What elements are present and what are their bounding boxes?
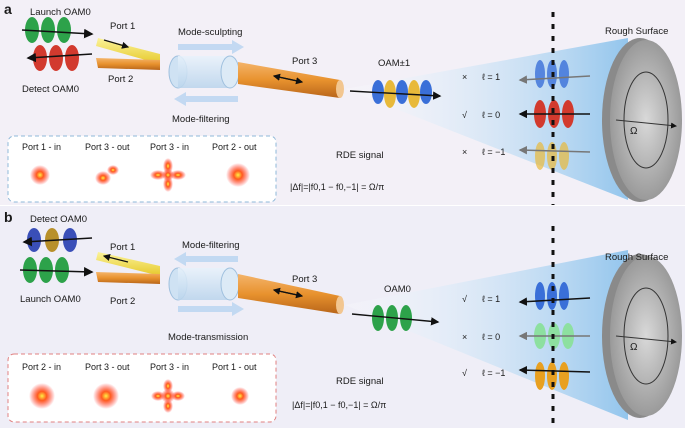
ell-label-b-1: ℓ = 0 [482, 332, 500, 342]
detect-oam-beam-b [22, 228, 93, 252]
mode-filtering-label: Mode-filtering [172, 114, 230, 125]
inset-a-spot-1a [95, 171, 111, 185]
port1-fiber [96, 38, 160, 64]
inset-a-spot-3 [226, 163, 250, 187]
port3-fiber-b [238, 274, 340, 314]
formula-b: |Δf|=|f0,1 − f0,−1| = Ω/π [292, 400, 386, 410]
mode-filtering-label-b: Mode-filtering [182, 240, 240, 251]
ell-mark-b-1: × [462, 332, 467, 342]
oam-label: OAM±1 [378, 58, 410, 69]
ell-mark-b-0: √ [462, 294, 467, 304]
launch-oam-beam-b [19, 257, 94, 283]
omega-b: Ω [630, 342, 638, 353]
mode-filtering-coupler [168, 267, 240, 301]
inset-b-label-1: Port 3 - out [85, 362, 130, 372]
ell-label-b-2: ℓ = −1 [482, 368, 505, 378]
ell-label-a-1: ℓ = 0 [482, 110, 500, 120]
inset-a-spot-1b [107, 165, 119, 175]
inset-a-label-2: Port 3 - in [150, 142, 189, 152]
inset-a-label-1: Port 3 - out [85, 142, 130, 152]
omega-a: Ω [630, 126, 638, 137]
port2-fiber-b [96, 272, 160, 284]
mode-lm1-b [518, 362, 591, 390]
panel-b: b Detect OAM0 Launch OAM0 Port 1 Port 2 … [0, 206, 685, 428]
rough-surface-label-b: Rough Surface [605, 252, 668, 263]
mode-l0-a [518, 100, 590, 128]
ell-mark-a-1: √ [462, 110, 467, 120]
port2-fiber [96, 58, 160, 70]
mode-sculpting-label: Mode-sculpting [178, 27, 242, 38]
panel-b-letter: b [4, 209, 13, 225]
ell-rows-a: × ℓ = 1 √ ℓ = 0 × ℓ = −1 [462, 72, 505, 157]
rough-surface-a: Ω [602, 38, 682, 202]
port1-label: Port 1 [110, 21, 135, 32]
launch-oam-label: Launch OAM0 [30, 7, 91, 18]
inset-b-spot-3 [231, 387, 249, 405]
inset-b-spot-2 [151, 379, 185, 413]
mode-transmission-label: Mode-transmission [168, 332, 248, 343]
ell-rows-b: √ ℓ = 1 × ℓ = 0 √ ℓ = −1 [462, 294, 505, 378]
inset-b-spot-1 [93, 383, 119, 409]
rde-signal-label-a: RDE signal [336, 150, 384, 161]
inset-b-label-0: Port 2 - in [22, 362, 61, 372]
ell-label-b-0: ℓ = 1 [482, 294, 500, 304]
inset-a-spot-0 [30, 165, 50, 185]
beam-cone-b [345, 250, 628, 420]
port3-fiber [238, 62, 340, 98]
filter-arrow-b [174, 252, 238, 266]
ell-mark-a-2: × [462, 147, 467, 157]
launch-oam-beam [21, 17, 94, 43]
rough-surface-b: Ω [602, 254, 682, 418]
inset-a-label-0: Port 1 - in [22, 142, 61, 152]
inset-b: Port 2 - in Port 3 - out Port 3 - in Por… [7, 353, 277, 423]
filter-arrow [174, 92, 238, 106]
launch-oam-label-b: Launch OAM0 [20, 294, 81, 305]
ell-label-a-2: ℓ = −1 [482, 147, 505, 157]
rde-signal-label-b: RDE signal [336, 376, 384, 387]
inset-a: Port 1 - in Port 3 - out Port 3 - in Por… [7, 135, 277, 203]
oam-plus-minus-beam [349, 80, 442, 108]
formula-a: |Δf|=|f0,1 − f0,−1| = Ω/π [290, 182, 384, 192]
inset-a-label-3: Port 2 - out [212, 142, 257, 152]
panel-a: a Launch OAM0 Detect OAM0 Port 1 Port 2 [0, 0, 685, 205]
inset-b-spot-0 [29, 383, 55, 409]
oam0-beam-b [351, 305, 440, 331]
transmit-arrow-b [178, 302, 244, 316]
inset-b-label-2: Port 3 - in [150, 362, 189, 372]
port2-label: Port 2 [108, 74, 133, 85]
detect-oam-label: Detect OAM0 [22, 84, 79, 95]
detect-oam-beam [26, 45, 93, 71]
port3-label: Port 3 [292, 56, 317, 67]
oam-label-b: OAM0 [384, 284, 411, 295]
port2-label-b: Port 2 [110, 296, 135, 307]
port1-label-b: Port 1 [110, 242, 135, 253]
ell-mark-b-2: √ [462, 368, 467, 378]
inset-a-spot-2 [150, 158, 186, 192]
port3-label-b: Port 3 [292, 274, 317, 285]
rough-surface-label-a: Rough Surface [605, 26, 668, 37]
mode-sculpting-coupler [168, 55, 240, 89]
detect-oam-label-b: Detect OAM0 [30, 214, 87, 225]
panel-a-letter: a [4, 1, 12, 17]
mode-l0-b [518, 323, 590, 349]
sculpt-arrow [178, 40, 244, 54]
ell-mark-a-0: × [462, 72, 467, 82]
ell-label-a-0: ℓ = 1 [482, 72, 500, 82]
inset-b-label-3: Port 1 - out [212, 362, 257, 372]
